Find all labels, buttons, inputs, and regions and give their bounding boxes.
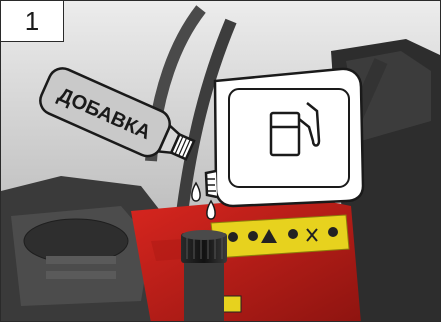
small-warning-sticker (223, 296, 241, 312)
step-number: 1 (25, 6, 39, 37)
tank-neck (184, 259, 224, 322)
step-number-box: 1 (1, 1, 64, 42)
fuel-canister (206, 69, 363, 206)
